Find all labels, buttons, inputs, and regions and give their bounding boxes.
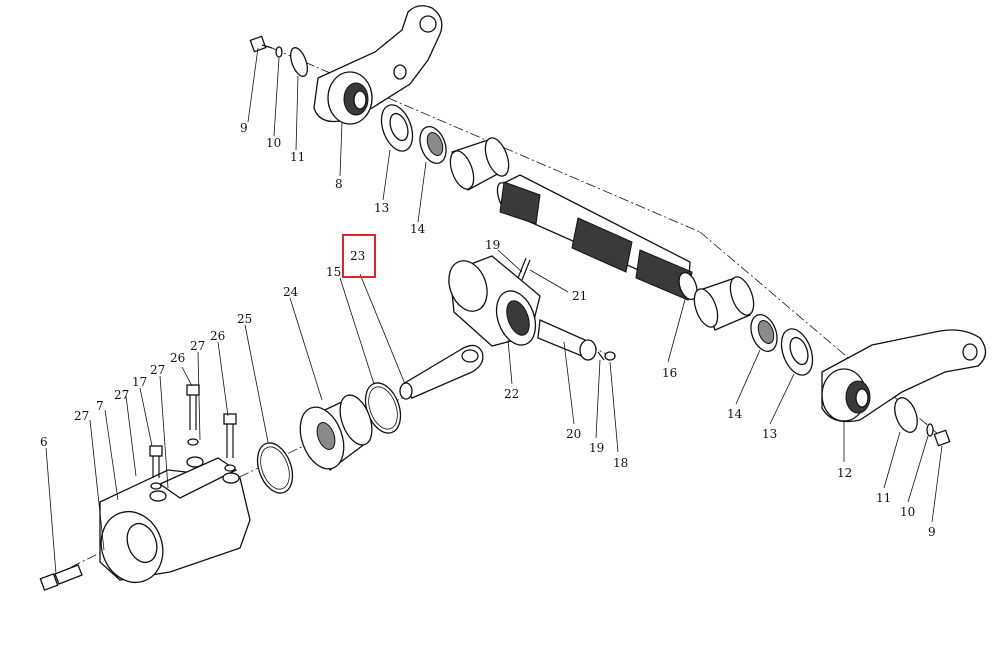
ball-joint-24	[299, 394, 373, 472]
callout-10-upper: 10	[266, 136, 281, 150]
bolt-26-right	[223, 413, 237, 472]
bolt-9-upper	[249, 35, 273, 53]
link-20	[537, 319, 597, 361]
callout-10-lower: 10	[900, 505, 915, 519]
callout-16: 16	[662, 366, 677, 380]
washer-10-lower	[926, 423, 934, 437]
callout-18: 18	[613, 456, 628, 470]
callout-11-upper: 11	[290, 150, 305, 164]
bolt-26-left	[186, 384, 200, 446]
leader-lines	[45, 47, 943, 575]
housing-7	[99, 456, 251, 584]
snap-ring-25	[256, 442, 294, 494]
washer-10-upper	[275, 46, 283, 58]
bolt-17	[149, 445, 163, 490]
callout-13-lower: 13	[762, 427, 777, 441]
washer-13-upper	[380, 104, 414, 152]
callout-12: 12	[837, 466, 852, 480]
snap-ring-15	[364, 382, 402, 434]
callout-27-left: 27	[74, 409, 89, 423]
seal-14-upper	[419, 126, 447, 164]
callout-20: 20	[566, 427, 581, 441]
washer-11-lower	[894, 397, 918, 433]
callout-27-upper: 27	[190, 339, 205, 353]
callout-27-middle: 27	[150, 363, 165, 377]
callout-19-upper: 19	[485, 238, 500, 252]
rod-23	[399, 344, 484, 400]
callout-19-lower: 19	[589, 441, 604, 455]
upper-lever-arm	[313, 5, 443, 125]
pin-21	[517, 257, 531, 281]
splined-sleeve	[448, 255, 541, 347]
callout-25: 25	[237, 312, 252, 326]
callout-labels: 9 10 11 8 13 14 19 23 15 21 24 25 26 27 …	[40, 121, 936, 539]
callout-17: 17	[132, 375, 147, 389]
callout-24: 24	[283, 285, 299, 299]
callout-7: 7	[96, 399, 104, 413]
callout-11-lower: 11	[876, 491, 891, 505]
callout-15: 15	[326, 265, 341, 279]
callout-22: 22	[504, 387, 519, 401]
splined-shaft	[496, 174, 698, 301]
seal-14-lower	[750, 314, 778, 352]
callout-9-upper: 9	[240, 121, 248, 135]
washer-13-lower	[780, 328, 814, 376]
callout-23-highlight-box	[342, 234, 376, 278]
callout-26-right: 26	[210, 329, 225, 343]
callout-27-lower: 27	[114, 388, 129, 402]
pin-19-lower	[597, 351, 605, 361]
bolt-9-lower	[933, 429, 951, 447]
callout-21: 21	[572, 289, 587, 303]
bushing-lower	[693, 276, 755, 331]
callout-9-lower: 9	[928, 525, 936, 539]
callout-6: 6	[40, 435, 48, 449]
lower-lever-arm	[821, 329, 987, 423]
callout-23: 23	[350, 249, 365, 263]
screw-18	[604, 351, 616, 361]
bolt-6	[39, 564, 83, 591]
callout-26-left: 26	[170, 351, 185, 365]
bushing-upper	[449, 137, 510, 191]
washer-11-upper	[290, 47, 308, 77]
callout-14-upper: 14	[410, 222, 426, 236]
callout-14-lower: 14	[727, 407, 743, 421]
callout-13-upper: 13	[374, 201, 389, 215]
callout-8: 8	[335, 177, 343, 191]
